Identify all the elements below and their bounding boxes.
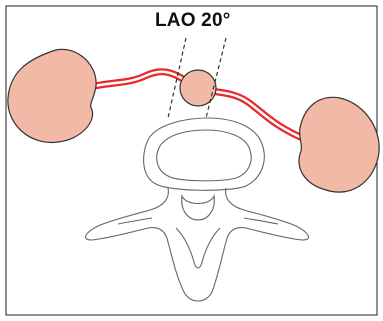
vertebra (85, 118, 308, 301)
left-kidney (8, 49, 96, 142)
projection-label: LAO 20° (155, 10, 231, 32)
right-kidney (299, 97, 379, 192)
